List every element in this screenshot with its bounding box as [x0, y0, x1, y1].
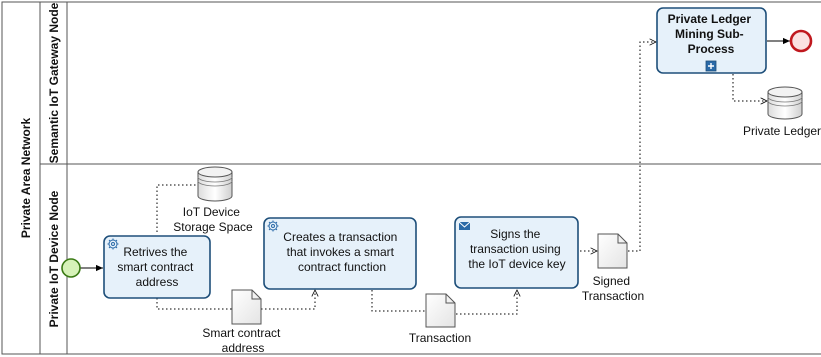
datastore-iot-label: IoT Device: [183, 205, 240, 219]
svg-text:Signs the transaction us: Signs the transaction using the IoT devi…: [468, 227, 565, 271]
gear-icon: [267, 220, 279, 232]
dataobject-sca-label: address: [222, 341, 265, 355]
task-retrieve-line: smart contract: [117, 260, 194, 274]
dataobject-transaction-label: Transaction: [409, 331, 471, 345]
datastore-iot-label: Storage Space: [173, 220, 253, 234]
subprocess-mining-line: Mining Sub-: [675, 27, 744, 41]
gear-icon: [107, 238, 119, 250]
data-associations: [156, 42, 767, 315]
datastore-private-ledger[interactable]: Private Ledger: [743, 86, 821, 138]
sequence-flows: [80, 37, 790, 272]
task-retrieve-line: Retrives the: [123, 245, 187, 259]
assoc-sca-create: [261, 290, 315, 310]
envelope-icon: [458, 221, 471, 230]
lane-title-gateway: Semantic IoT Gateway Node: [47, 2, 61, 163]
assoc-signed-mining: [628, 42, 656, 252]
assoc-transaction-sign: [456, 290, 517, 315]
task-sign-line: transaction using: [470, 242, 561, 256]
svg-text:Smart contract address: Smart contract address: [202, 326, 283, 355]
lane-title-device: Private IoT Device Node: [47, 190, 61, 327]
start-event[interactable]: [61, 258, 81, 278]
subprocess-mining-line: Process: [688, 42, 735, 56]
svg-text:Creates a transaction th: Creates a transaction that invokes a sma…: [283, 230, 400, 274]
pool-title: Private Area Network: [19, 118, 33, 239]
task-sign-line: Signs the: [490, 227, 540, 241]
dataobject-smart-contract-address[interactable]: Smart contract address: [202, 289, 283, 355]
expand-plus-icon[interactable]: [705, 60, 717, 72]
dataobject-sca-label: Smart contract: [202, 326, 281, 340]
svg-text:Private Ledger Mining Su: Private Ledger Mining Sub- Process: [668, 12, 755, 56]
assoc-mining-ledger: [732, 74, 767, 101]
dataobject-signed-label: Transaction: [582, 289, 644, 303]
svg-text:Retrives the smart contr: Retrives the smart contract address: [117, 245, 196, 289]
task-create-transaction[interactable]: Creates a transaction that invokes a sma…: [263, 217, 417, 290]
dataobject-signed-transaction[interactable]: Signed Transaction: [582, 233, 644, 303]
task-create-line: Creates a transaction: [283, 230, 397, 244]
task-sign-line: the IoT device key: [468, 257, 565, 271]
assoc-create-transaction: [371, 290, 426, 312]
dataobject-transaction[interactable]: Transaction: [409, 293, 471, 345]
subprocess-mining-line: Private Ledger: [668, 12, 752, 26]
task-retrieve-line: address: [136, 275, 179, 289]
assoc-retrieve-sca: [156, 298, 232, 310]
subprocess-private-ledger-mining[interactable]: Private Ledger Mining Sub- Process: [656, 7, 767, 74]
task-create-line: contract function: [298, 260, 386, 274]
datastore-ledger-label: Private Ledger: [743, 124, 821, 138]
end-event[interactable]: [789, 29, 813, 53]
svg-text:Signed Transaction: Signed Transaction: [582, 274, 644, 303]
task-retrieve-address[interactable]: Retrives the smart contract address: [103, 235, 211, 299]
task-create-line: that invokes a smart: [287, 245, 395, 259]
svg-text:IoT Device Storage Space: IoT Device Storage Space: [173, 205, 253, 234]
dataobject-signed-label: Signed: [593, 274, 630, 288]
datastore-iot-storage[interactable]: IoT Device Storage Space: [173, 166, 253, 234]
task-sign-transaction[interactable]: Signs the transaction using the IoT devi…: [454, 216, 579, 289]
